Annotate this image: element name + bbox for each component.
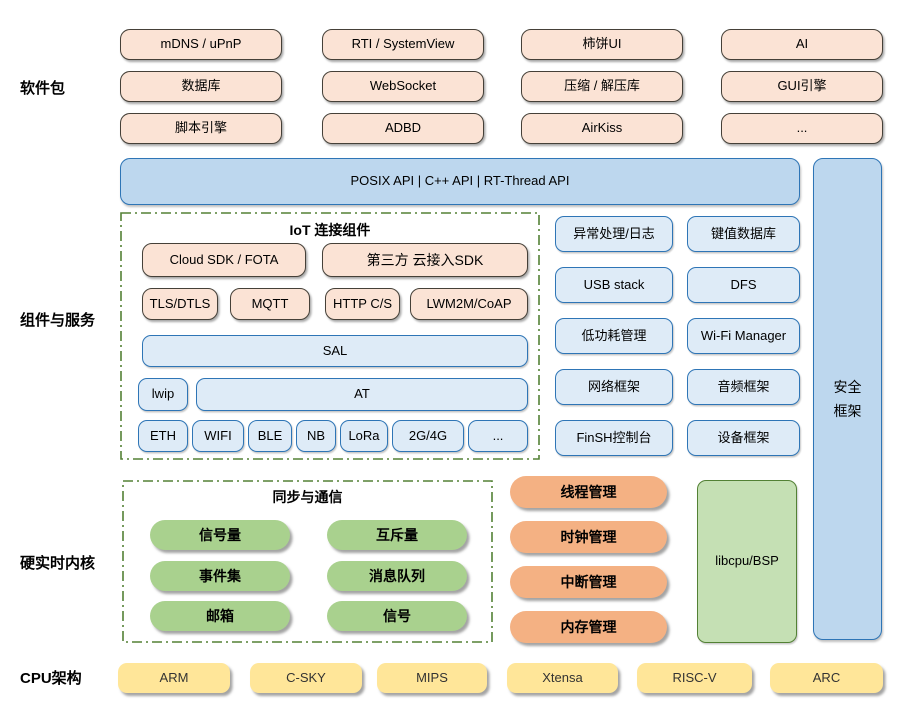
package-box: mDNS / uPnP <box>120 29 282 60</box>
package-box: ADBD <box>322 113 484 144</box>
package-box: AI <box>721 29 883 60</box>
service-box: 设备框架 <box>687 420 800 456</box>
security-framework-line2: 框架 <box>833 403 862 419</box>
protocol-box: LWM2M/CoAP <box>410 288 528 320</box>
api-bar: POSIX API | C++ API | RT-Thread API <box>120 158 800 205</box>
package-box: 脚本引擎 <box>120 113 282 144</box>
at-bar: AT <box>196 378 528 411</box>
protocol-box: MQTT <box>230 288 310 320</box>
cpu-arch-box: MIPS <box>377 663 487 693</box>
package-box: 柿饼UI <box>521 29 683 60</box>
sync-pill: 信号 <box>327 601 467 631</box>
sal-bar: SAL <box>142 335 528 367</box>
cpu-arch-box: ARC <box>770 663 883 693</box>
protocol-box: TLS/DTLS <box>142 288 218 320</box>
iot-components-group: IoT 连接组件 Cloud SDK / FOTA 第三方 云接入SDK TLS… <box>120 212 540 460</box>
kernel-management-pill: 内存管理 <box>510 611 667 643</box>
lwip-box: lwip <box>138 378 188 411</box>
link-box: ETH <box>138 420 188 452</box>
sync-pill: 消息队列 <box>327 561 467 591</box>
service-box: 异常处理/日志 <box>555 216 673 252</box>
cpu-arch-box: RISC-V <box>637 663 752 693</box>
package-box: ... <box>721 113 883 144</box>
service-box: 低功耗管理 <box>555 318 673 354</box>
security-framework-bar: 安全 框架 <box>813 158 882 640</box>
service-box: Wi-Fi Manager <box>687 318 800 354</box>
sync-group-title: 同步与通信 <box>272 489 343 505</box>
cloud-sdk-box: Cloud SDK / FOTA <box>142 243 306 277</box>
libcpu-bsp-box: libcpu/BSP <box>697 480 797 643</box>
service-box: USB stack <box>555 267 673 303</box>
kernel-management-pill: 线程管理 <box>510 476 667 508</box>
service-box: FinSH控制台 <box>555 420 673 456</box>
link-box: 2G/4G <box>392 420 464 452</box>
link-box: ... <box>468 420 528 452</box>
security-framework-line1: 安全 <box>833 378 862 395</box>
sync-communication-group: 同步与通信 信号量 互斥量 事件集 消息队列 邮箱 信号 <box>122 480 493 643</box>
service-box: DFS <box>687 267 800 303</box>
dash-dot-border <box>120 212 540 460</box>
cpu-arch-box: ARM <box>118 663 230 693</box>
cpu-arch-box: Xtensa <box>507 663 618 693</box>
kernel-management-pill: 时钟管理 <box>510 521 667 553</box>
sync-pill: 邮箱 <box>150 601 290 631</box>
cpu-arch-box: C-SKY <box>250 663 362 693</box>
package-box: 数据库 <box>120 71 282 102</box>
package-box: WebSocket <box>322 71 484 102</box>
link-box: BLE <box>248 420 292 452</box>
sync-pill: 信号量 <box>150 520 290 550</box>
kernel-management-pill: 中断管理 <box>510 566 667 598</box>
package-box: AirKiss <box>521 113 683 144</box>
section-label-packages: 软件包 <box>20 80 66 97</box>
sync-pill: 事件集 <box>150 561 290 591</box>
section-label-kernel: 硬实时内核 <box>20 555 96 572</box>
protocol-box: HTTP C/S <box>325 288 400 320</box>
third-party-sdk-box: 第三方 云接入SDK <box>322 243 528 277</box>
package-box: GUI引擎 <box>721 71 883 102</box>
section-label-components: 组件与服务 <box>20 312 96 329</box>
package-box: RTI / SystemView <box>322 29 484 60</box>
service-box: 网络框架 <box>555 369 673 405</box>
service-box: 键值数据库 <box>687 216 800 252</box>
link-box: NB <box>296 420 336 452</box>
package-box: 压缩 / 解压库 <box>521 71 683 102</box>
section-label-cpu: CPU架构 <box>20 670 82 687</box>
sync-pill: 互斥量 <box>327 520 467 550</box>
iot-group-title: IoT 连接组件 <box>289 222 371 238</box>
link-box: LoRa <box>340 420 388 452</box>
service-box: 音频框架 <box>687 369 800 405</box>
link-box: WIFI <box>192 420 244 452</box>
dash-dot-border <box>122 480 493 643</box>
